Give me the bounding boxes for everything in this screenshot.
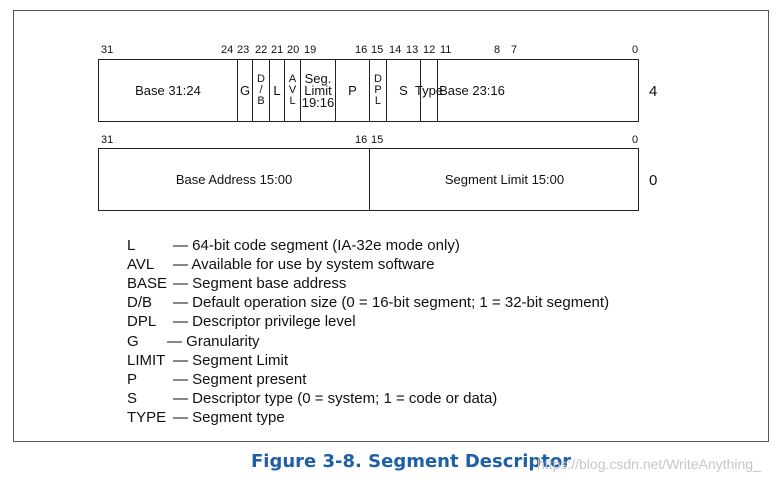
upper-bit-number: 8 bbox=[494, 44, 501, 56]
upper-bit-number: 31 bbox=[101, 44, 114, 56]
legend-key: D/B bbox=[127, 294, 153, 312]
field-p: P bbox=[336, 60, 370, 121]
upper-word-offset: 4 bbox=[649, 83, 658, 100]
upper-bit-number: 15 bbox=[371, 44, 384, 56]
lower-bit-number: 15 bbox=[371, 134, 384, 146]
field-type: Type bbox=[415, 60, 443, 121]
upper-bit-number: 24 bbox=[221, 44, 234, 56]
field-s: S bbox=[387, 60, 421, 121]
upper-bit-number: 13 bbox=[406, 44, 419, 56]
figure-frame bbox=[13, 10, 769, 442]
upper-bit-number: 22 bbox=[255, 44, 268, 56]
legend-description: — Segment type bbox=[173, 408, 285, 426]
upper-bit-number: 14 bbox=[389, 44, 402, 56]
legend-key: S bbox=[127, 389, 138, 407]
legend-description: — Segment Limit bbox=[173, 351, 289, 369]
legend-key: G bbox=[127, 332, 139, 350]
lower-descriptor-word: Base Address 15:00 Segment Limit 15:00 bbox=[98, 148, 639, 211]
field-g: G bbox=[238, 60, 253, 121]
lower-bit-number: 31 bbox=[101, 134, 114, 146]
legend-description: — Descriptor type (0 = system; 1 = code … bbox=[173, 389, 498, 407]
legend-key: P bbox=[127, 370, 138, 388]
lower-bit-number: 16 bbox=[355, 134, 368, 146]
legend-key: LIMIT bbox=[127, 351, 166, 369]
field-l: L bbox=[270, 60, 285, 121]
upper-bit-number: 7 bbox=[511, 44, 518, 56]
upper-bit-number: 16 bbox=[355, 44, 368, 56]
legend-description: — Granularity bbox=[167, 332, 260, 350]
legend-description: — Default operation size (0 = 16-bit seg… bbox=[173, 294, 610, 312]
field-base-address-15-00: Base Address 15:00 bbox=[99, 149, 370, 210]
legend-description: — 64-bit code segment (IA-32e mode only) bbox=[173, 237, 460, 254]
field-segment-limit-15-00: Segment Limit 15:00 bbox=[444, 171, 565, 187]
legend-key: AVL bbox=[127, 256, 155, 274]
field-d-b: D/B bbox=[253, 60, 270, 121]
upper-bit-number: 0 bbox=[632, 44, 639, 56]
legend-description: — Segment present bbox=[173, 370, 307, 388]
upper-bit-number: 19 bbox=[304, 44, 317, 56]
watermark: https://blog.csdn.net/WriteAnything_ bbox=[537, 456, 761, 472]
lower-bit-number: 0 bbox=[632, 134, 639, 146]
upper-bit-number: 21 bbox=[271, 44, 284, 56]
legend-description: — Available for use by system software bbox=[173, 256, 435, 274]
legend-key: DPL bbox=[127, 313, 157, 331]
upper-bit-number: 23 bbox=[237, 44, 250, 56]
upper-bit-number: 12 bbox=[423, 44, 436, 56]
legend-description: — Segment base address bbox=[173, 275, 347, 293]
field-base-31-24: Base 31:24 bbox=[99, 60, 238, 121]
legend-description: — Descriptor privilege level bbox=[173, 313, 356, 331]
upper-bit-number: 20 bbox=[287, 44, 300, 56]
figure-caption: Figure 3-8. Segment Descriptor bbox=[251, 451, 572, 472]
upper-bit-number: 11 bbox=[440, 44, 452, 56]
lower-word-offset: 0 bbox=[649, 172, 658, 189]
legend-key: TYPE bbox=[127, 408, 167, 426]
legend-key: BASE bbox=[127, 275, 168, 293]
legend-key: L bbox=[127, 237, 136, 254]
field-base-23-16: Base 23:16 bbox=[439, 82, 505, 98]
